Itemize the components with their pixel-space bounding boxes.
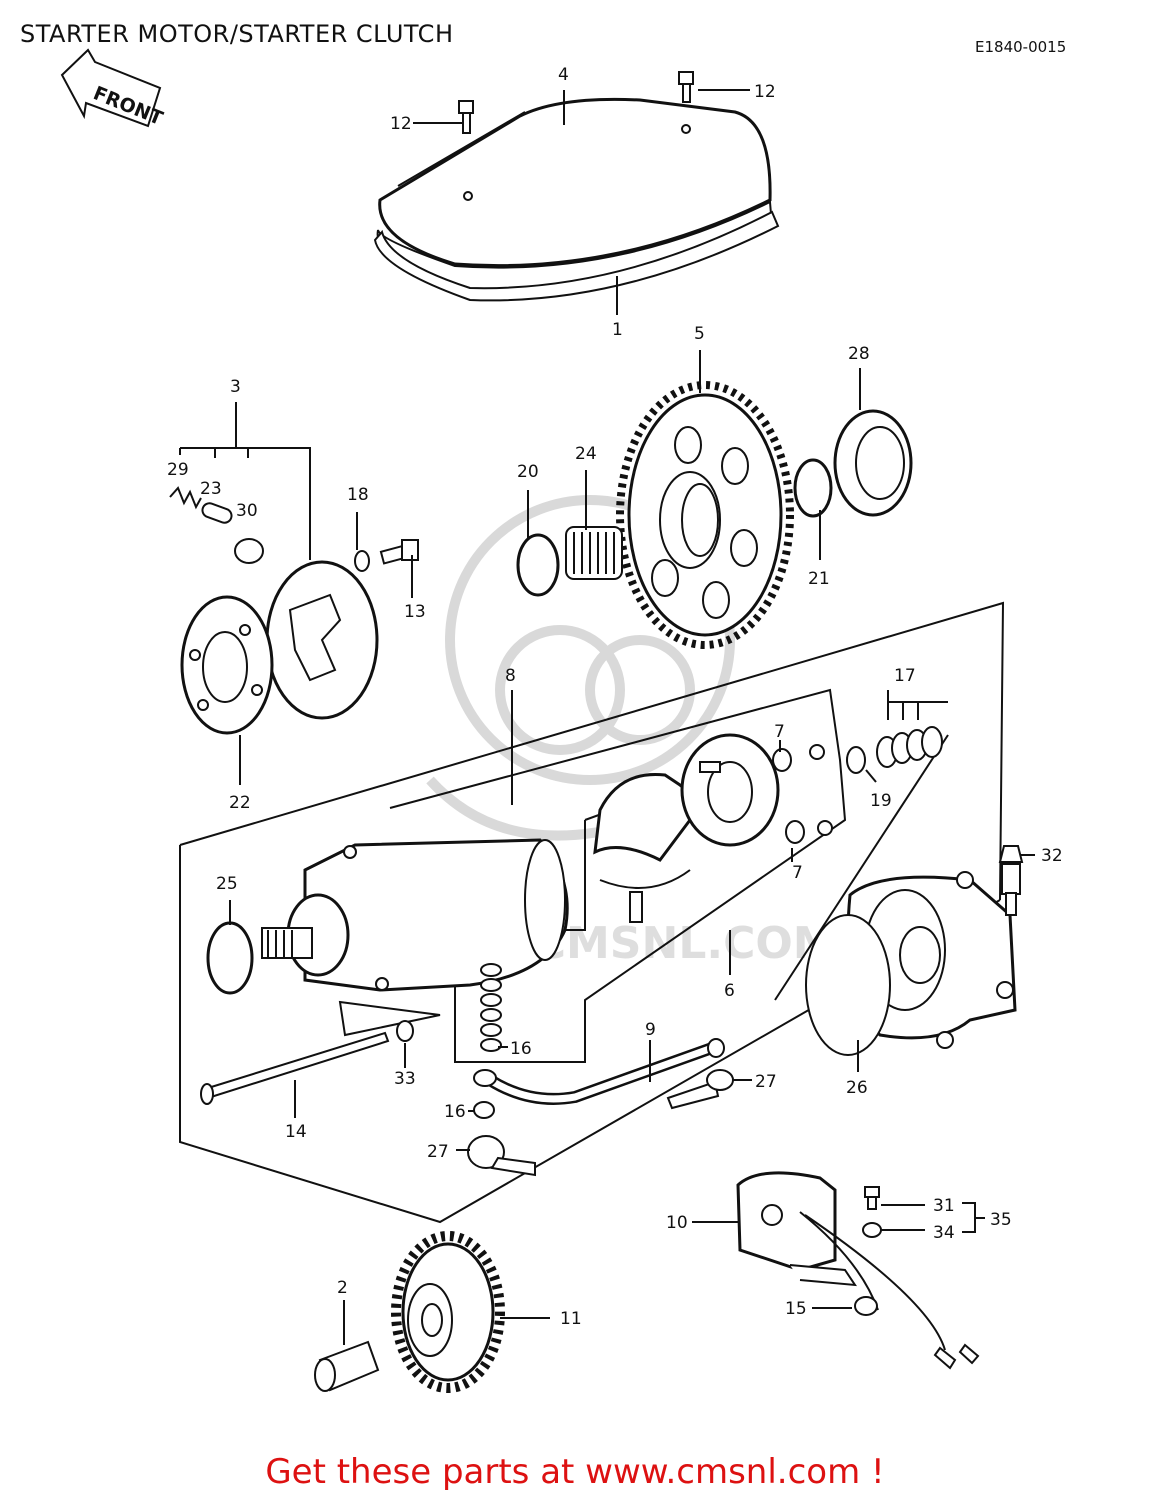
- callout-26: 26: [846, 1078, 868, 1098]
- callout-14: 14: [285, 1122, 307, 1142]
- part-13-bolt: [379, 539, 419, 565]
- callout-5: 5: [694, 324, 705, 344]
- callout-6: 6: [724, 981, 735, 1001]
- leader-lines: [229, 89, 1035, 1345]
- footer-promo-link[interactable]: Get these parts at www.cmsnl.com !: [265, 1452, 885, 1492]
- part-33-washer: [396, 1020, 414, 1042]
- part-16-nut-lower: [473, 1101, 495, 1119]
- bracket-17-diagonal: [774, 734, 949, 1001]
- part-34-washer: [862, 1222, 882, 1238]
- callout-22: 22: [229, 793, 251, 813]
- bracket-3: [179, 447, 311, 560]
- callout-4: 4: [558, 65, 569, 85]
- part-21-washer: [793, 458, 833, 518]
- part-29-spring: [169, 486, 202, 510]
- callout-labels: 12 12 4 1 5 28 3 29 23 30 20 24 18 13 21…: [167, 65, 1063, 1329]
- callout-11: 11: [560, 1309, 582, 1329]
- part-14-through-bolt: [200, 1031, 390, 1105]
- part-22-plate: [180, 595, 274, 735]
- callout-23: 23: [200, 479, 222, 499]
- part-24-needle-bearing: [565, 526, 623, 580]
- part-12-bolt-right: [678, 71, 694, 103]
- callout-18: 18: [347, 485, 369, 505]
- part-15-grommet: [854, 1296, 878, 1316]
- part-20-washer: [516, 533, 560, 597]
- callout-32: 32: [1041, 846, 1063, 866]
- part-3-clutch-body: [265, 560, 379, 720]
- callout-33: 33: [394, 1069, 416, 1089]
- callout-28: 28: [848, 344, 870, 364]
- part-16-nut-stack: [480, 963, 502, 1052]
- callout-7-lower: 7: [792, 863, 803, 883]
- callout-20: 20: [517, 462, 539, 482]
- callout-25: 25: [216, 874, 238, 894]
- part-brush-spring-a: [809, 744, 825, 760]
- part-12-bolt-left: [458, 100, 474, 134]
- part-27-cap-right: [666, 1069, 734, 1110]
- part-18-washer: [354, 550, 370, 572]
- callout-31: 31: [933, 1196, 955, 1216]
- part-brush-spring-b: [817, 820, 833, 836]
- assembly-frame: [179, 601, 1005, 1224]
- callout-30: 30: [236, 501, 258, 521]
- front-arrow-icon: FRONT: [60, 48, 166, 130]
- callout-16-lower: 16: [444, 1102, 466, 1122]
- part-5-starter-gear: [616, 381, 794, 649]
- callout-13: 13: [404, 602, 426, 622]
- part-26-o-ring: [805, 914, 891, 1056]
- callout-15: 15: [785, 1299, 807, 1319]
- part-10-starter-relay: [736, 1171, 980, 1370]
- callout-8: 8: [505, 666, 516, 686]
- callout-17: 17: [894, 666, 916, 686]
- callout-1: 1: [612, 320, 623, 340]
- part-9-cable: [473, 1038, 725, 1105]
- callout-12-left: 12: [390, 114, 412, 134]
- part-2-shaft: [314, 1340, 380, 1392]
- part-6-brush-holder: [593, 772, 695, 923]
- callout-9: 9: [645, 1020, 656, 1040]
- callout-34: 34: [933, 1223, 955, 1243]
- part-7-brush-lower: [785, 820, 805, 844]
- part-23-pin: [201, 502, 233, 524]
- callout-21: 21: [808, 569, 830, 589]
- part-28-seal: [833, 409, 913, 517]
- callout-19: 19: [870, 791, 892, 811]
- part-27-cap-lower: [467, 1135, 536, 1177]
- callout-27-right: 27: [755, 1072, 777, 1092]
- part-19-washer: [846, 746, 866, 774]
- part-7-brush-upper: [772, 748, 792, 772]
- motor-bracket: [338, 1000, 441, 1037]
- part-30-roller: [234, 538, 264, 564]
- callout-2: 2: [337, 1278, 348, 1298]
- callout-10: 10: [666, 1213, 688, 1233]
- diagram-code: E1840-0015: [975, 38, 1067, 56]
- bracket-17: [887, 690, 948, 720]
- part-1-gasket: [373, 210, 780, 302]
- part-8-brush-plate: [680, 733, 780, 847]
- callout-7-upper: 7: [774, 722, 785, 742]
- callout-3: 3: [230, 377, 241, 397]
- part-starter-motor: [261, 838, 569, 992]
- callout-35: 35: [990, 1210, 1012, 1230]
- callout-12-right: 12: [754, 82, 776, 102]
- part-25-o-ring: [206, 921, 254, 995]
- part-11-idle-gear: [391, 1231, 505, 1393]
- brush-holder-frame: [389, 688, 847, 1063]
- part-32-bolt: [998, 845, 1024, 916]
- diagram-title: STARTER MOTOR/STARTER CLUTCH: [20, 20, 454, 48]
- part-31-screw: [864, 1186, 880, 1210]
- part-4-cover: [376, 97, 774, 294]
- callout-27-lower: 27: [427, 1142, 449, 1162]
- part-17-shim-set: [876, 726, 943, 768]
- callout-16-upper: 16: [510, 1039, 532, 1059]
- callout-29: 29: [167, 460, 189, 480]
- callout-24: 24: [575, 444, 597, 464]
